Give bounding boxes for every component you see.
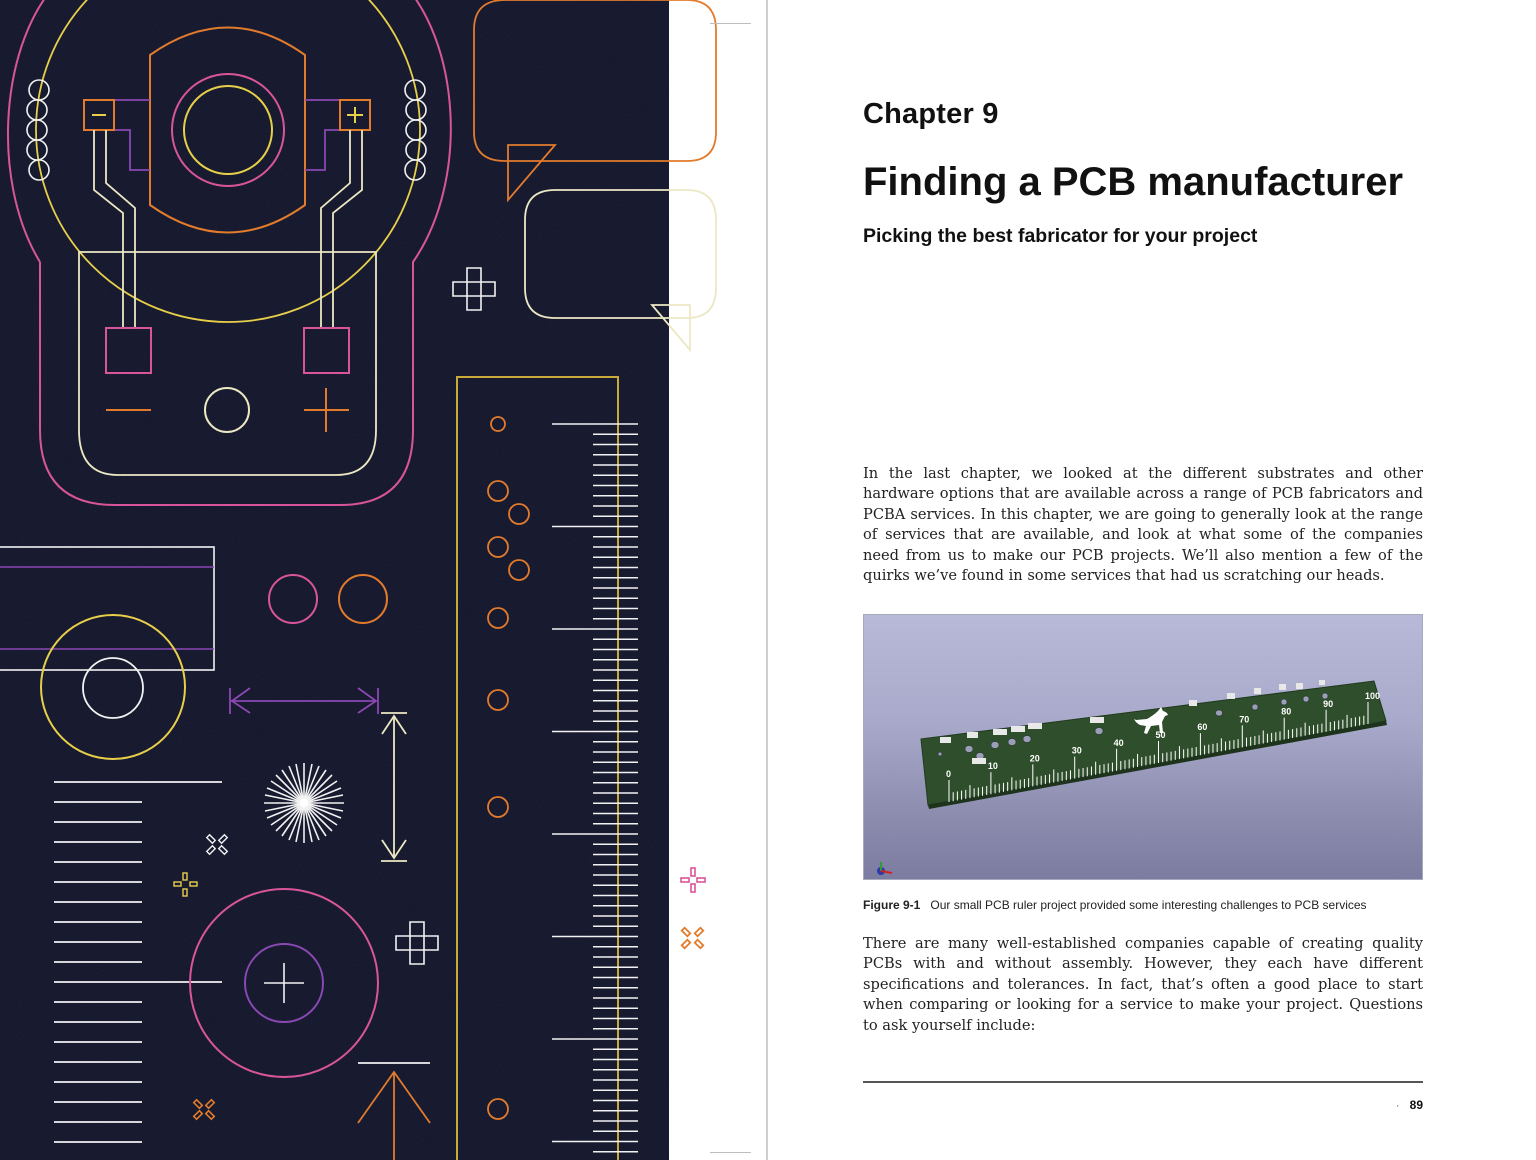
svg-text:90: 90 — [1323, 699, 1333, 709]
figure-number: Figure 9-1 — [863, 898, 921, 912]
svg-text:30: 30 — [1072, 746, 1082, 756]
starburst — [264, 763, 344, 843]
right-page: Chapter 9 Finding a PCB manufacturer Pic… — [768, 0, 1536, 1160]
svg-text:10: 10 — [988, 761, 998, 771]
pcb-line-art — [0, 0, 669, 1160]
svg-text:40: 40 — [1114, 738, 1124, 748]
figure-caption-text: Our small PCB ruler project provided som… — [930, 898, 1367, 912]
crop-mark-top — [710, 23, 751, 24]
chapter-subtitle: Picking the best fabricator for your pro… — [863, 225, 1258, 247]
svg-text:50: 50 — [1156, 730, 1166, 740]
svg-text:80: 80 — [1281, 707, 1291, 717]
chapter-opener-artwork — [0, 0, 669, 1160]
svg-text:60: 60 — [1197, 722, 1207, 732]
svg-text:100: 100 — [1365, 691, 1380, 701]
body-paragraph: In the last chapter, we looked at the di… — [863, 465, 1423, 585]
footer-rule — [863, 1081, 1423, 1083]
crop-mark-bottom — [710, 1152, 751, 1153]
figure-caption: Figure 9-1 Our small PCB ruler project pr… — [863, 898, 1367, 912]
svg-text:70: 70 — [1239, 714, 1249, 724]
body-paragraph: There are many well-established companie… — [863, 935, 1423, 1034]
figure-pcb-ruler-render: 0 10 20 30 40 50 60 70 80 90 100 — [863, 614, 1423, 880]
chapter-label: Chapter 9 — [863, 98, 999, 130]
svg-text:20: 20 — [1030, 753, 1040, 763]
pcb-ruler-image: 0 10 20 30 40 50 60 70 80 90 100 — [877, 680, 1387, 875]
chapter-title: Finding a PCB manufacturer — [863, 160, 1404, 204]
page-gutter — [766, 0, 768, 1160]
page-number-value: 89 — [1409, 1098, 1423, 1112]
page-number: · 89 — [1396, 1098, 1423, 1112]
dog-silhouette — [1134, 707, 1168, 734]
yellow-big-circle — [35, 0, 421, 323]
pink-outline — [7, 0, 452, 506]
footer-separator: · — [1395, 1098, 1400, 1112]
svg-text:0: 0 — [946, 769, 951, 779]
